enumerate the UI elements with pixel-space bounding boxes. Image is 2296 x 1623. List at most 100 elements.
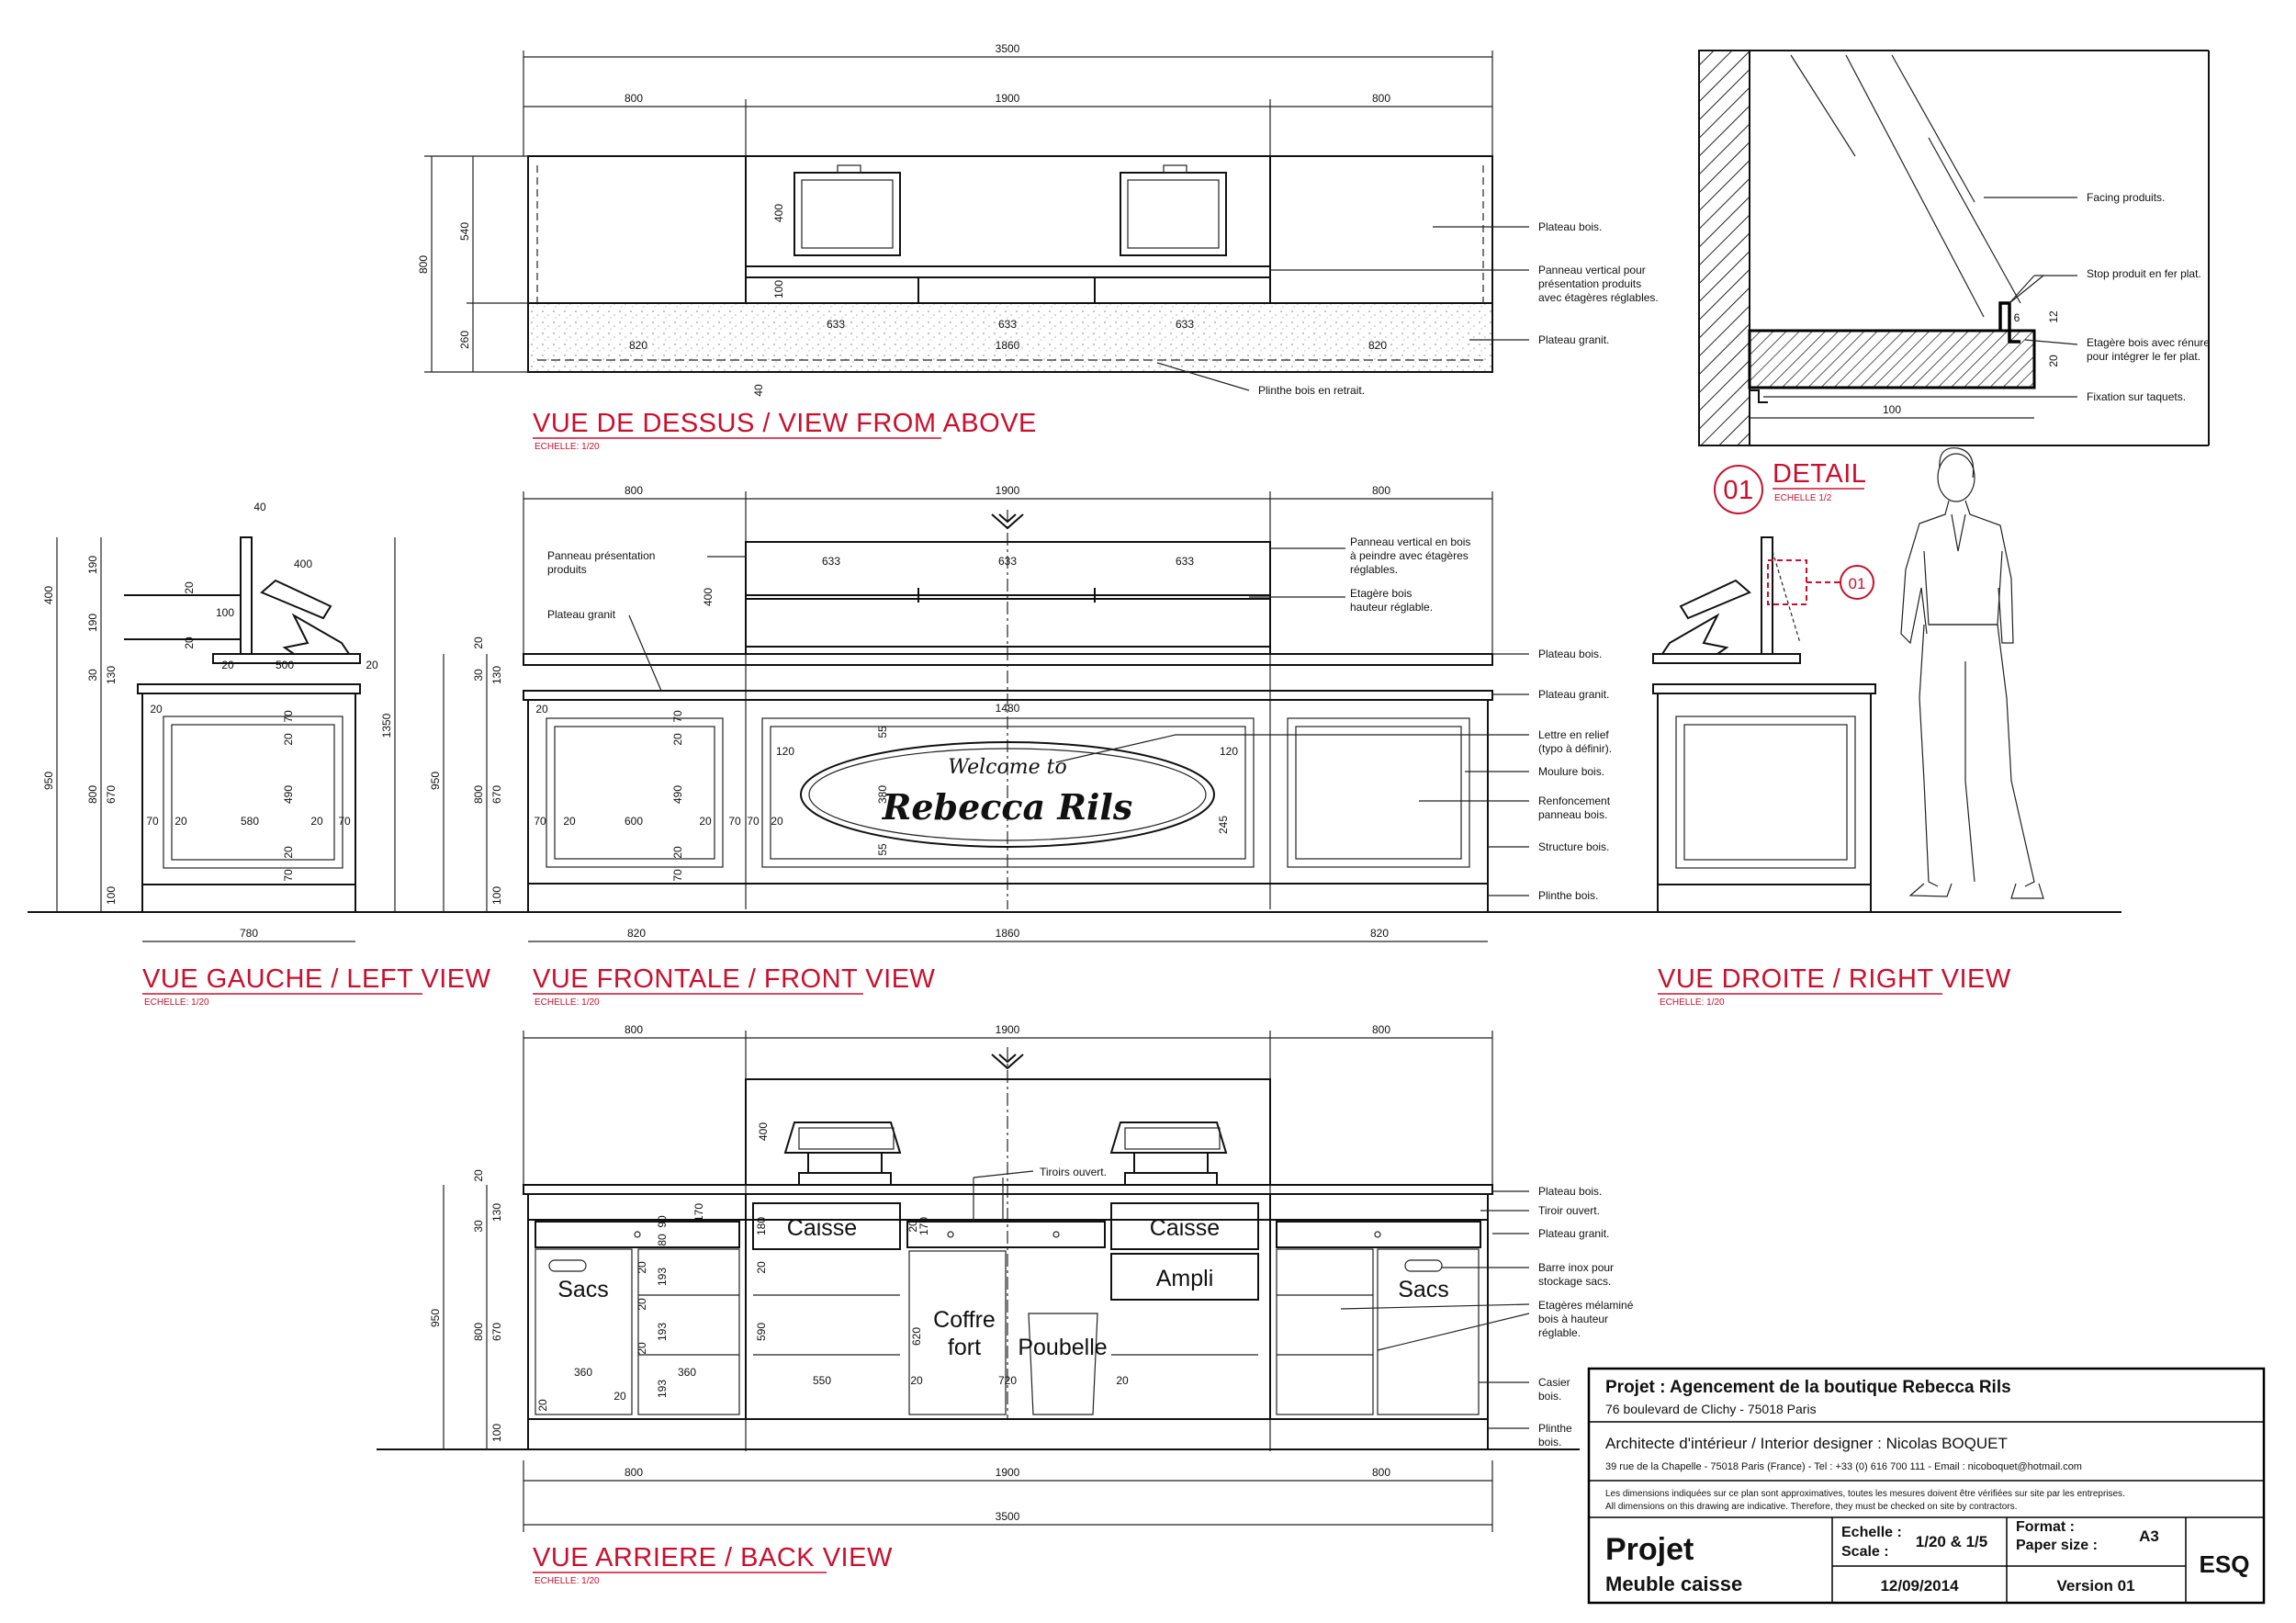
dim-depth-granite: 260 (458, 331, 471, 349)
dimension-label: 20 (636, 1298, 648, 1311)
label-coffre: Coffre (933, 1307, 996, 1333)
dimension-label: 20 (613, 1390, 626, 1403)
dim-20: 20 (183, 581, 196, 594)
detail-callout-label: 01 (1849, 575, 1866, 592)
dim-1350: 1350 (380, 713, 393, 738)
dim-screen-depth: 400 (772, 204, 785, 222)
annotation-text: Plateau bois. (1538, 1185, 1602, 1198)
note-facing: Facing produits. (2087, 191, 2165, 204)
dimension-label: 800 (1372, 1023, 1390, 1036)
annotation-text: Plateau granit. (1538, 1227, 1609, 1240)
dim-20: 20 (310, 815, 323, 828)
axis-marker-icon (991, 1054, 1024, 1070)
disclaimer-en: All dimensions on this drawing are indic… (1605, 1502, 2017, 1512)
note-renfoncement: Renfoncement (1538, 795, 1611, 807)
front-view: 800 1900 800 633 633 633 400 Welcom (28, 484, 1612, 1008)
dimension-label: 800 (1372, 1466, 1390, 1479)
designer-name: Architecte d'intérieur / Interior design… (1605, 1435, 2008, 1452)
dimension-label: 55 (876, 726, 889, 738)
dim-70: 70 (282, 869, 295, 882)
annotation-text: bois à hauteur (1538, 1313, 1608, 1325)
axis-marker-icon (991, 513, 1024, 530)
dim-depth-wood: 540 (458, 222, 471, 241)
dimension-label: 130 (490, 1203, 503, 1222)
note-plateau-bois: Plateau bois. (1538, 648, 1602, 660)
dim-20: 20 (150, 703, 163, 716)
sign-line-2: Rebecca Rils (882, 786, 1132, 828)
detail-callout (1840, 565, 1874, 600)
label-poubelle: Poubelle (1018, 1335, 1107, 1360)
dim-70: 70 (338, 815, 351, 828)
top-granite-top (527, 302, 1493, 373)
human-scale-figure (1900, 447, 2044, 899)
dim-400: 400 (42, 586, 55, 604)
dimension-label: 800 (625, 484, 643, 497)
annotation-text: Etagères mélaminé (1538, 1299, 1634, 1312)
dimension-label: 950 (429, 772, 442, 790)
annotation-text: présentation produits (1538, 277, 1641, 290)
dimension-label: 80 (656, 1234, 669, 1246)
dimension-label: 30 (472, 669, 485, 682)
annotation-text: Format : (2016, 1519, 2075, 1535)
annotation-text: Echelle : (1841, 1525, 1902, 1540)
annotation-text: Casier (1538, 1376, 1570, 1389)
view-scale: ECHELLE: 1/20 (535, 1576, 600, 1586)
annotation-text: réglables. (1350, 563, 1398, 576)
dimension-label: 20 (771, 815, 783, 828)
dimension-label: 550 (813, 1374, 831, 1387)
project-title: Projet : Agencement de la boutique Rebec… (1605, 1378, 2011, 1397)
note-stop-produit: Stop produit en fer plat. (2087, 267, 2201, 280)
detail-number: 01 (1723, 476, 1753, 505)
dimension-label: 1480 (996, 702, 1020, 715)
register-back-icon (1109, 1121, 1228, 1186)
dimension-label: 1900 (996, 484, 1020, 497)
detail-view: Stop produit en fer plat. Etagère bois a… (1698, 50, 2210, 514)
dim-780: 780 (240, 927, 258, 940)
note-panneau-vertical: Panneau vertical pour (1538, 264, 1646, 276)
cash-register-screen-icon (1120, 164, 1227, 256)
note-moulure: Moulure bois. (1538, 765, 1604, 778)
annotation-text: hauteur réglable. (1350, 601, 1433, 614)
dimension-label: 360 (678, 1366, 696, 1379)
project-address: 76 boulevard de Clichy - 75018 Paris (1605, 1402, 1817, 1416)
annotation-text: panneau bois. (1538, 808, 1607, 821)
label-caisse: Caisse (787, 1215, 857, 1241)
annotation-text: produits (547, 563, 587, 576)
dimension-label: 400 (757, 1122, 770, 1141)
view-scale: ECHELLE: 1/20 (535, 442, 600, 452)
dimension-label: 193 (656, 1268, 669, 1286)
dim-drawer: 633 (998, 318, 1017, 331)
disclaimer-fr: Les dimensions indiquées sur ce plan son… (1605, 1489, 2125, 1499)
dimension-label: 620 (910, 1327, 923, 1346)
dimension-label: 170 (917, 1217, 930, 1235)
dimension-label: 380 (876, 785, 889, 804)
note-plinthe-retrait: Plinthe bois en retrait. (1258, 384, 1365, 397)
label-ampli: Ampli (1156, 1266, 1214, 1291)
dimension-label: 193 (656, 1380, 669, 1398)
dim-190: 190 (86, 556, 99, 574)
label-sacs: Sacs (557, 1277, 609, 1302)
dim-950: 950 (42, 772, 55, 790)
dimension-label: 120 (776, 745, 794, 758)
dimension-label: 820 (627, 927, 646, 940)
drawing-version: Version 01 (2056, 1577, 2134, 1595)
dimension-label: 400 (702, 588, 715, 606)
note-lettre-relief: Lettre en relief (1538, 728, 1609, 741)
note-panneau-presentation: Panneau présentation (547, 549, 655, 562)
view-title: DETAIL (1773, 459, 1866, 489)
dimension-label: 670 (490, 1323, 503, 1341)
drawing-code: ESQ (2200, 1550, 2250, 1578)
view-title: VUE FRONTALE / FRONT VIEW (533, 964, 936, 994)
dimension-label: 20 (535, 703, 548, 716)
dimension-label: 30 (472, 1220, 485, 1233)
dim-base-left: 820 (629, 339, 647, 352)
dim-center-section: 1900 (996, 92, 1020, 105)
dimension-label: 55 (876, 843, 889, 856)
format-value: A3 (2139, 1527, 2159, 1545)
dim-70: 70 (282, 710, 295, 723)
dim-base-right: 820 (1368, 339, 1387, 352)
register-side-icon (1660, 579, 1751, 655)
dimension-label: 633 (822, 555, 840, 568)
dimension-label: 800 (472, 785, 485, 804)
